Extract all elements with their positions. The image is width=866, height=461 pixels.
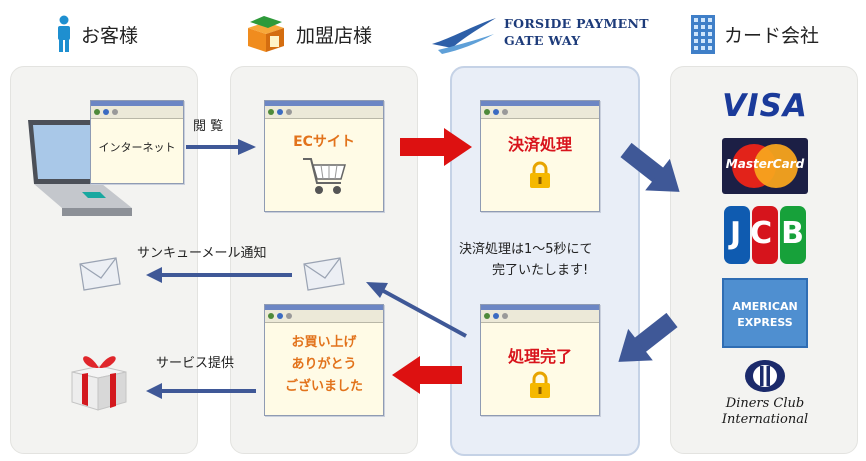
diners-club-logo: Diners Club International [722,358,808,432]
gateway-brand: FORSIDE PAYMENT GATE WAY [430,12,670,56]
laptop-icon [28,120,132,216]
envelope-icon [303,257,345,291]
brand-name-line1: FORSIDE PAYMENT [504,16,649,31]
arrow-service-to-customer [146,383,256,399]
diners-text-line-2: International [721,412,809,427]
amex-logo: AMERICAN EXPRESS [722,278,808,348]
shop-icon [248,16,284,52]
arrow-browse [186,139,256,155]
arrow-to-card-company [620,142,680,192]
service-label: サービス提供 [156,356,235,371]
gift-box-icon [71,356,127,411]
mastercard-circles [732,144,798,188]
person-icon [58,15,70,52]
arrow-thanks-mail [366,282,467,338]
ec-site-window: ECサイト [264,100,384,212]
thanks-line-3: ございました [284,379,363,394]
arrow-to-payment [400,128,472,166]
diners-text-line-1: Diners Club [725,396,805,411]
jcb-panels [724,206,806,264]
amex-text-line-2: EXPRESS [737,316,793,329]
mastercard-logo: MasterCard [722,138,808,194]
complete-text: 処理完了 [507,347,572,366]
lock-icon [530,161,550,188]
arrow-to-thanks [392,356,462,394]
merchant-header: 加盟店様 [244,14,372,54]
internet-text: インターネット [98,141,176,154]
arrow-from-card-company [618,312,678,362]
visa-text: VISA [722,88,808,124]
ec-site-text: ECサイト [293,134,355,150]
customer-browser-window: インターネット [90,100,184,184]
brand-name-line2: GATE WAY [504,33,581,48]
mastercard-text: MasterCard [725,157,805,171]
customer-header: お客様 [55,14,138,54]
jcb-text: JCB [730,216,814,251]
shopping-cart-icon [303,158,346,194]
jcb-logo: JCB [722,204,808,266]
diners-circle [745,360,785,392]
card-company-header: カード会社 [690,14,819,54]
merchant-label: 加盟店様 [296,24,373,47]
process-complete-window: 処理完了 [480,304,600,416]
info-line-1: 決済処理は1～5秒にて [459,242,593,257]
thanks-line-2: ありがとう [291,357,357,372]
visa-logo: VISA [722,88,808,128]
payment-processing-window: 決済処理 [480,100,600,212]
amex-text-line-1: AMERICAN [732,300,798,313]
info-line-2: 完了いたします! [492,263,589,278]
payment-text: 決済処理 [507,135,572,154]
customer-label: お客様 [81,24,139,47]
lock-icon [530,371,550,398]
thanks-line-1: お買い上げ [291,335,357,350]
arrow-mail-to-customer [146,267,292,283]
brand-logo-icon [432,18,496,54]
card-company-label: カード会社 [724,24,820,47]
thank-you-window: お買い上げ ありがとう ございました [264,304,384,416]
browse-label: 閲 覧 [193,119,224,134]
building-icon [691,15,715,54]
envelope-icon [79,257,121,291]
thanks-mail-label: サンキューメール通知 [137,246,267,261]
